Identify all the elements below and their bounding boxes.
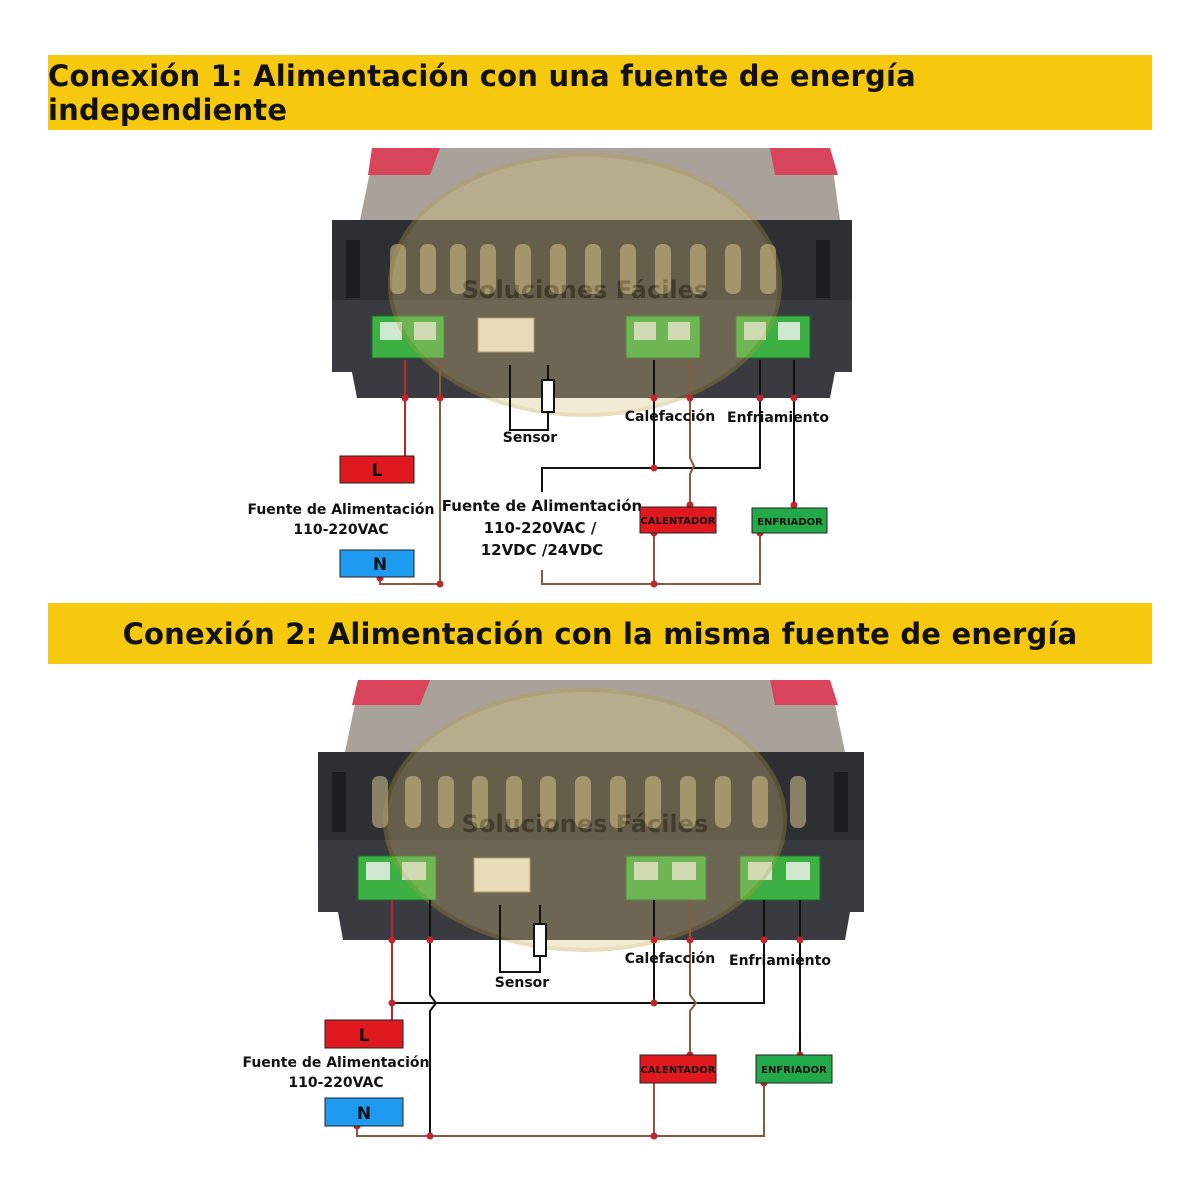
cooling-terminal-block (735, 315, 811, 359)
watermark-logo: Soluciones Fáciles (388, 153, 782, 417)
svg-text:L: L (359, 1026, 370, 1046)
label-sensor: Sensor (495, 975, 549, 991)
heater-box: CALENTADOR (639, 1054, 717, 1084)
svg-text:ENFRIADOR: ENFRIADOR (757, 517, 823, 528)
thermostat-controller (318, 680, 864, 940)
heating-terminal-block (625, 855, 707, 901)
watermark-logo: Soluciones Fáciles (383, 688, 787, 952)
power-source-right-line3: 12VDC /24VDC (481, 541, 604, 559)
neutral-terminal-n: N (324, 1097, 404, 1127)
label-calefaccion: Calefacción (625, 409, 716, 425)
svg-text:CALENTADOR: CALENTADOR (641, 1065, 716, 1076)
cooling-terminal-block (739, 855, 821, 901)
connection2-diagram: Soluciones Fáciles Calefacción Enfriamie… (242, 680, 864, 1140)
power-source-left-line1: Fuente de Alimentación (247, 502, 434, 518)
power-source-line2: 110-220VAC (288, 1075, 383, 1091)
heater-box: CALENTADOR (639, 506, 717, 534)
live-terminal-l: L (339, 455, 415, 484)
watermark-text: Soluciones Fáciles (462, 276, 708, 304)
watermark-text: Soluciones Fáciles (462, 810, 708, 838)
sensor-connector (477, 317, 535, 353)
label-sensor: Sensor (503, 430, 557, 446)
power-terminal-block (371, 315, 445, 359)
power-source-left-line2: 110-220VAC (293, 522, 388, 538)
heating-terminal-block (625, 315, 701, 359)
svg-text:ENFRIADOR: ENFRIADOR (761, 1065, 827, 1076)
svg-text:L: L (372, 461, 383, 481)
power-source-right-line1: Fuente de Alimentación (442, 497, 642, 515)
label-enfriamiento: Enfriamiento (727, 410, 829, 426)
label-enfriamiento: Enfriamiento (729, 953, 831, 969)
sensor-connector (473, 857, 531, 893)
svg-text:CALENTADOR: CALENTADOR (641, 516, 716, 527)
cooler-box: ENFRIADOR (751, 507, 828, 534)
connection1-title: Conexión 1: Alimentación con una fuente … (48, 55, 1152, 130)
power-source-right-line2: 110-220VAC / (484, 519, 597, 537)
thermostat-controller (332, 148, 852, 398)
label-calefaccion: Calefacción (625, 951, 716, 967)
connection1-diagram: Soluciones Fáciles Calefacción Enfriamie… (247, 148, 852, 588)
power-terminal-block (357, 855, 437, 901)
power-source-line1: Fuente de Alimentación (242, 1055, 429, 1071)
neutral-terminal-n: N (339, 549, 415, 578)
cooler-box: ENFRIADOR (755, 1054, 833, 1084)
connection2-title: Conexión 2: Alimentación con la misma fu… (48, 603, 1152, 664)
svg-text:N: N (373, 555, 387, 575)
live-terminal-l: L (324, 1019, 404, 1049)
svg-text:N: N (357, 1104, 371, 1124)
